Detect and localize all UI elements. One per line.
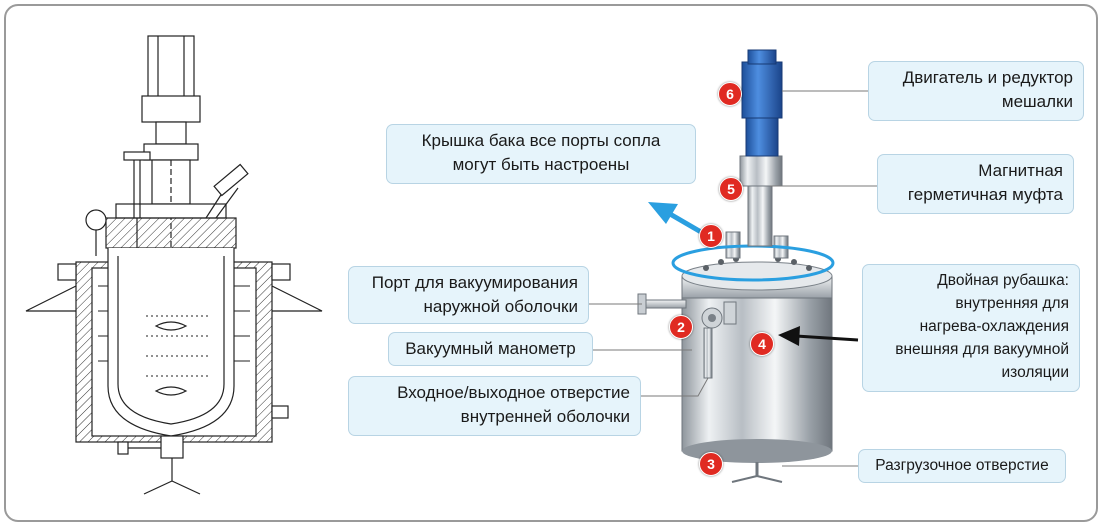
badge-1: 1: [699, 224, 723, 248]
label-lid-line1: Крышка бака все порты сопла: [421, 131, 661, 150]
label-vacuum-port-line1: Порт для вакуумирования: [371, 273, 578, 292]
label-inner-inlet-line1: Входное/выходное отверстие: [397, 383, 630, 402]
label-vacuum-port: Порт для вакуумирования наружной оболочк…: [348, 266, 589, 324]
label-magnetic-line1: Магнитная: [978, 161, 1063, 180]
label-jacket-line1: Двойная рубашка:: [937, 272, 1069, 289]
label-discharge-line1: Разгрузочное отверстие: [875, 457, 1049, 474]
badge-2: 2: [669, 315, 693, 339]
label-motor: Двигатель и редуктор мешалки: [868, 61, 1084, 121]
label-lid-line2: могут быть настроены: [452, 155, 630, 174]
label-magnetic: Магнитная герметичная муфта: [877, 154, 1074, 214]
diagram-frame: Крышка бака все порты сопла могут быть н…: [4, 4, 1098, 522]
badge-3: 3: [699, 452, 723, 476]
reactor-illustration: [637, 49, 835, 483]
label-vacuum-port-line2: наружной оболочки: [423, 297, 579, 316]
label-lid: Крышка бака все порты сопла могут быть н…: [386, 124, 696, 184]
technical-drawing: [25, 35, 323, 495]
label-jacket-line3: нагрева-охлаждения: [919, 318, 1069, 335]
label-jacket-line5: изоляции: [1001, 364, 1069, 381]
lid-arrow: [648, 202, 703, 235]
label-inner-inlet-line2: внутренней оболочки: [460, 407, 630, 426]
jacket-arrow: [778, 326, 859, 346]
leader-lines: [589, 90, 877, 467]
label-jacket: Двойная рубашка: внутренняя для нагрева-…: [862, 264, 1080, 392]
label-magnetic-line2: герметичная муфта: [907, 185, 1063, 204]
diagram-art: [25, 35, 877, 495]
badge-6: 6: [718, 82, 742, 106]
badge-4: 4: [750, 332, 774, 356]
label-vacuum-gauge-line1: Вакуумный манометр: [405, 339, 576, 358]
badge-5: 5: [719, 177, 743, 201]
label-jacket-line4: внешняя для вакуумной: [895, 341, 1069, 358]
label-discharge: Разгрузочное отверстие: [858, 449, 1066, 483]
label-motor-line2: мешалки: [1001, 92, 1073, 111]
label-vacuum-gauge: Вакуумный манометр: [388, 332, 593, 366]
label-motor-line1: Двигатель и редуктор: [902, 68, 1073, 87]
label-inner-inlet: Входное/выходное отверстие внутренней об…: [348, 376, 641, 436]
label-jacket-line2: внутренняя для: [955, 295, 1069, 312]
